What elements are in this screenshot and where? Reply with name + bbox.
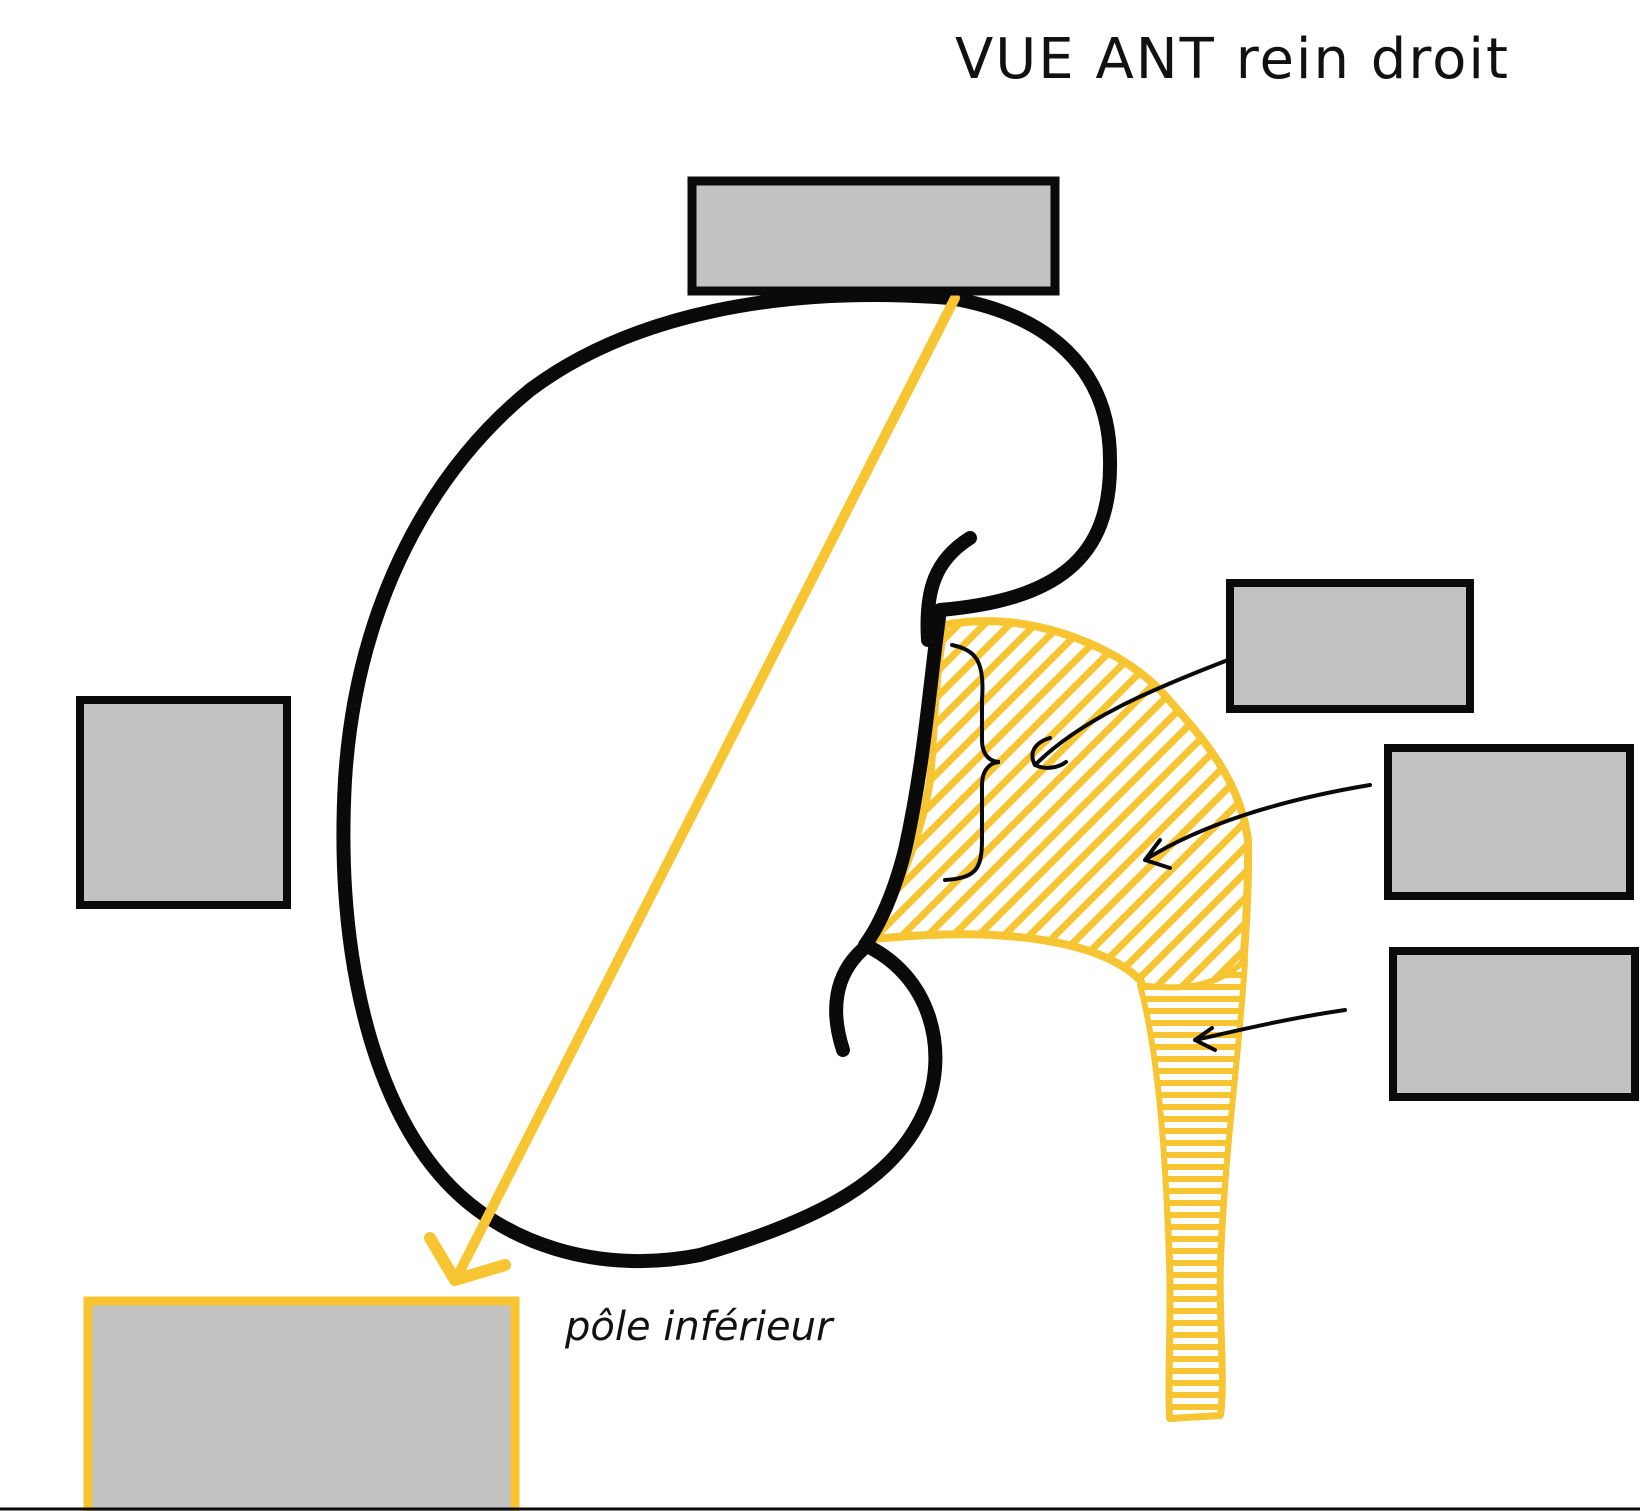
answer-box-top[interactable]: [687, 176, 1060, 296]
kidney-outline: [336, 288, 1118, 1269]
answer-box-bottom[interactable]: [83, 1296, 520, 1511]
long-axis-line: [453, 293, 960, 1280]
hilum-lower-lip: [829, 943, 869, 1057]
answer-box-right-1[interactable]: [1226, 579, 1474, 713]
sinus-brace: [943, 643, 1001, 882]
leader-arrow-1: [1030, 658, 1230, 770]
leader-arrow-2: [1143, 783, 1372, 870]
answer-box-right-3[interactable]: [1389, 947, 1639, 1101]
lower-pole-label: pôle inférieur: [564, 1304, 835, 1350]
ureter: [1137, 957, 1248, 1421]
hilum-upper-lip: [920, 531, 977, 647]
diagram-title: VUE ANT rein droit: [955, 27, 1510, 92]
long-axis-arrowhead: [424, 1232, 511, 1286]
answer-box-right-2[interactable]: [1384, 744, 1634, 900]
leader-arrow-3: [1193, 1008, 1347, 1052]
answer-box-left[interactable]: [76, 696, 291, 909]
